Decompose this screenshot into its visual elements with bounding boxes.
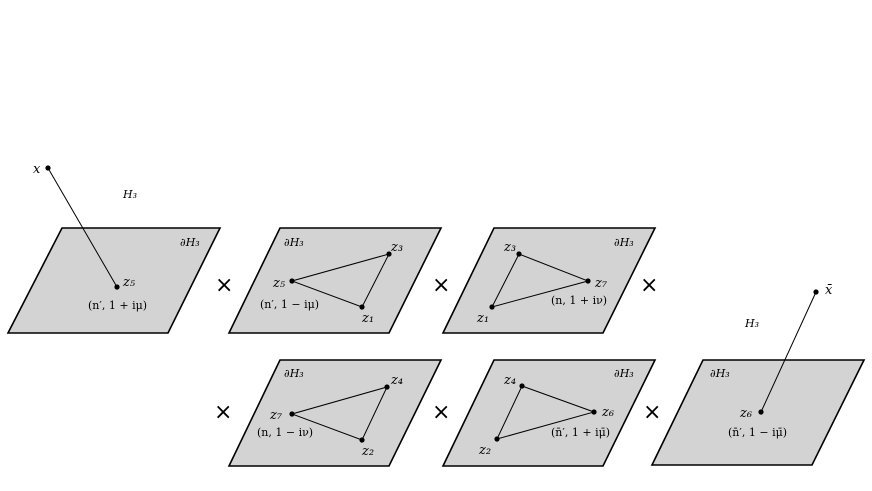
label-z2: z₂: [478, 443, 491, 458]
point-z6: [591, 409, 597, 415]
label-z4: z₄: [503, 373, 516, 388]
point-z6: [758, 409, 764, 415]
label-z7: z₇: [594, 276, 608, 291]
point-z7: [289, 411, 295, 417]
label-H3: H₃: [122, 188, 137, 201]
propagator-line: [760, 291, 817, 413]
coord-z5: (n′, 1 + iμ): [88, 299, 147, 312]
coord-z6: (n̄′, 1 + iμ̄): [551, 426, 610, 439]
boundary-plane: [6, 227, 222, 334]
label-boundary: ∂H₃: [180, 236, 200, 249]
triangle: [290, 386, 388, 441]
times-symbol: ×: [432, 400, 450, 425]
triangle: [290, 253, 390, 308]
label-xbar: x̄: [825, 283, 833, 298]
point-z2: [359, 437, 365, 443]
point-z5: [114, 284, 120, 290]
times-symbol: ×: [643, 400, 661, 425]
point-z2: [494, 436, 500, 442]
label-z1: z₁: [361, 311, 374, 326]
point-z1: [489, 304, 495, 310]
point-z4: [384, 384, 390, 390]
label-z6: z₆: [739, 406, 752, 421]
label-boundary: ∂H₃: [614, 367, 634, 380]
label-z7: z₇: [269, 408, 283, 423]
label-boundary: ∂H₃: [614, 236, 634, 249]
point-z3: [386, 251, 392, 257]
times-symbol: ×: [214, 400, 232, 425]
point-x: [45, 165, 51, 171]
coord-z7: (n, 1 − iν): [257, 426, 313, 439]
label-z3: z₃: [503, 240, 516, 255]
label-H3: H₃: [744, 317, 759, 330]
coord-z6: (n̄′, 1 − iμ̄): [728, 426, 787, 439]
label-z1: z₁: [476, 311, 489, 326]
panel-5: ∂H₃ z₄ z₆ (n̄′, 1 + iμ̄) z₂: [441, 359, 657, 467]
triangle: [496, 385, 596, 440]
coord-z7: (n, 1 + iν): [551, 294, 607, 307]
point-z4: [519, 383, 525, 389]
panel-6: x̄ H₃ ∂H₃ z₆ (n̄′, 1 − iμ̄): [650, 283, 866, 466]
point-z3: [516, 251, 522, 257]
boundary-plane: [650, 359, 866, 466]
panel-1: x H₃ ∂H₃ z₅ (n′, 1 + iμ): [6, 162, 222, 334]
label-boundary: ∂H₃: [284, 367, 304, 380]
label-boundary: ∂H₃: [284, 236, 304, 249]
label-z5: z₅: [122, 275, 136, 290]
label-z3: z₃: [390, 240, 403, 255]
boundary-plane: [227, 227, 443, 334]
point-z7: [585, 278, 591, 284]
point-xbar: [813, 289, 819, 295]
label-boundary: ∂H₃: [710, 367, 730, 380]
times-symbol: ×: [432, 273, 450, 298]
label-z2: z₂: [361, 444, 374, 459]
label-z5: z₅: [272, 276, 286, 291]
triangle: [491, 253, 590, 308]
propagator-line: [47, 167, 118, 288]
label-z4: z₄: [390, 373, 403, 388]
panel-4: ∂H₃ z₄ z₇ (n, 1 − iν) z₂: [227, 359, 443, 467]
panel-2: ∂H₃ z₃ z₅ (n′, 1 − iμ) z₁: [227, 227, 443, 334]
times-symbol: ×: [640, 273, 658, 298]
point-z5: [289, 278, 295, 284]
boundary-plane: [227, 359, 443, 467]
point-z1: [359, 304, 365, 310]
panel-3: ∂H₃ z₃ z₇ (n, 1 + iν) z₁: [441, 227, 657, 334]
label-z6: z₆: [601, 405, 614, 420]
times-symbol: ×: [215, 273, 233, 298]
label-x: x: [33, 162, 41, 177]
coord-z5: (n′, 1 − iμ): [260, 298, 319, 311]
boundary-plane: [441, 227, 657, 334]
